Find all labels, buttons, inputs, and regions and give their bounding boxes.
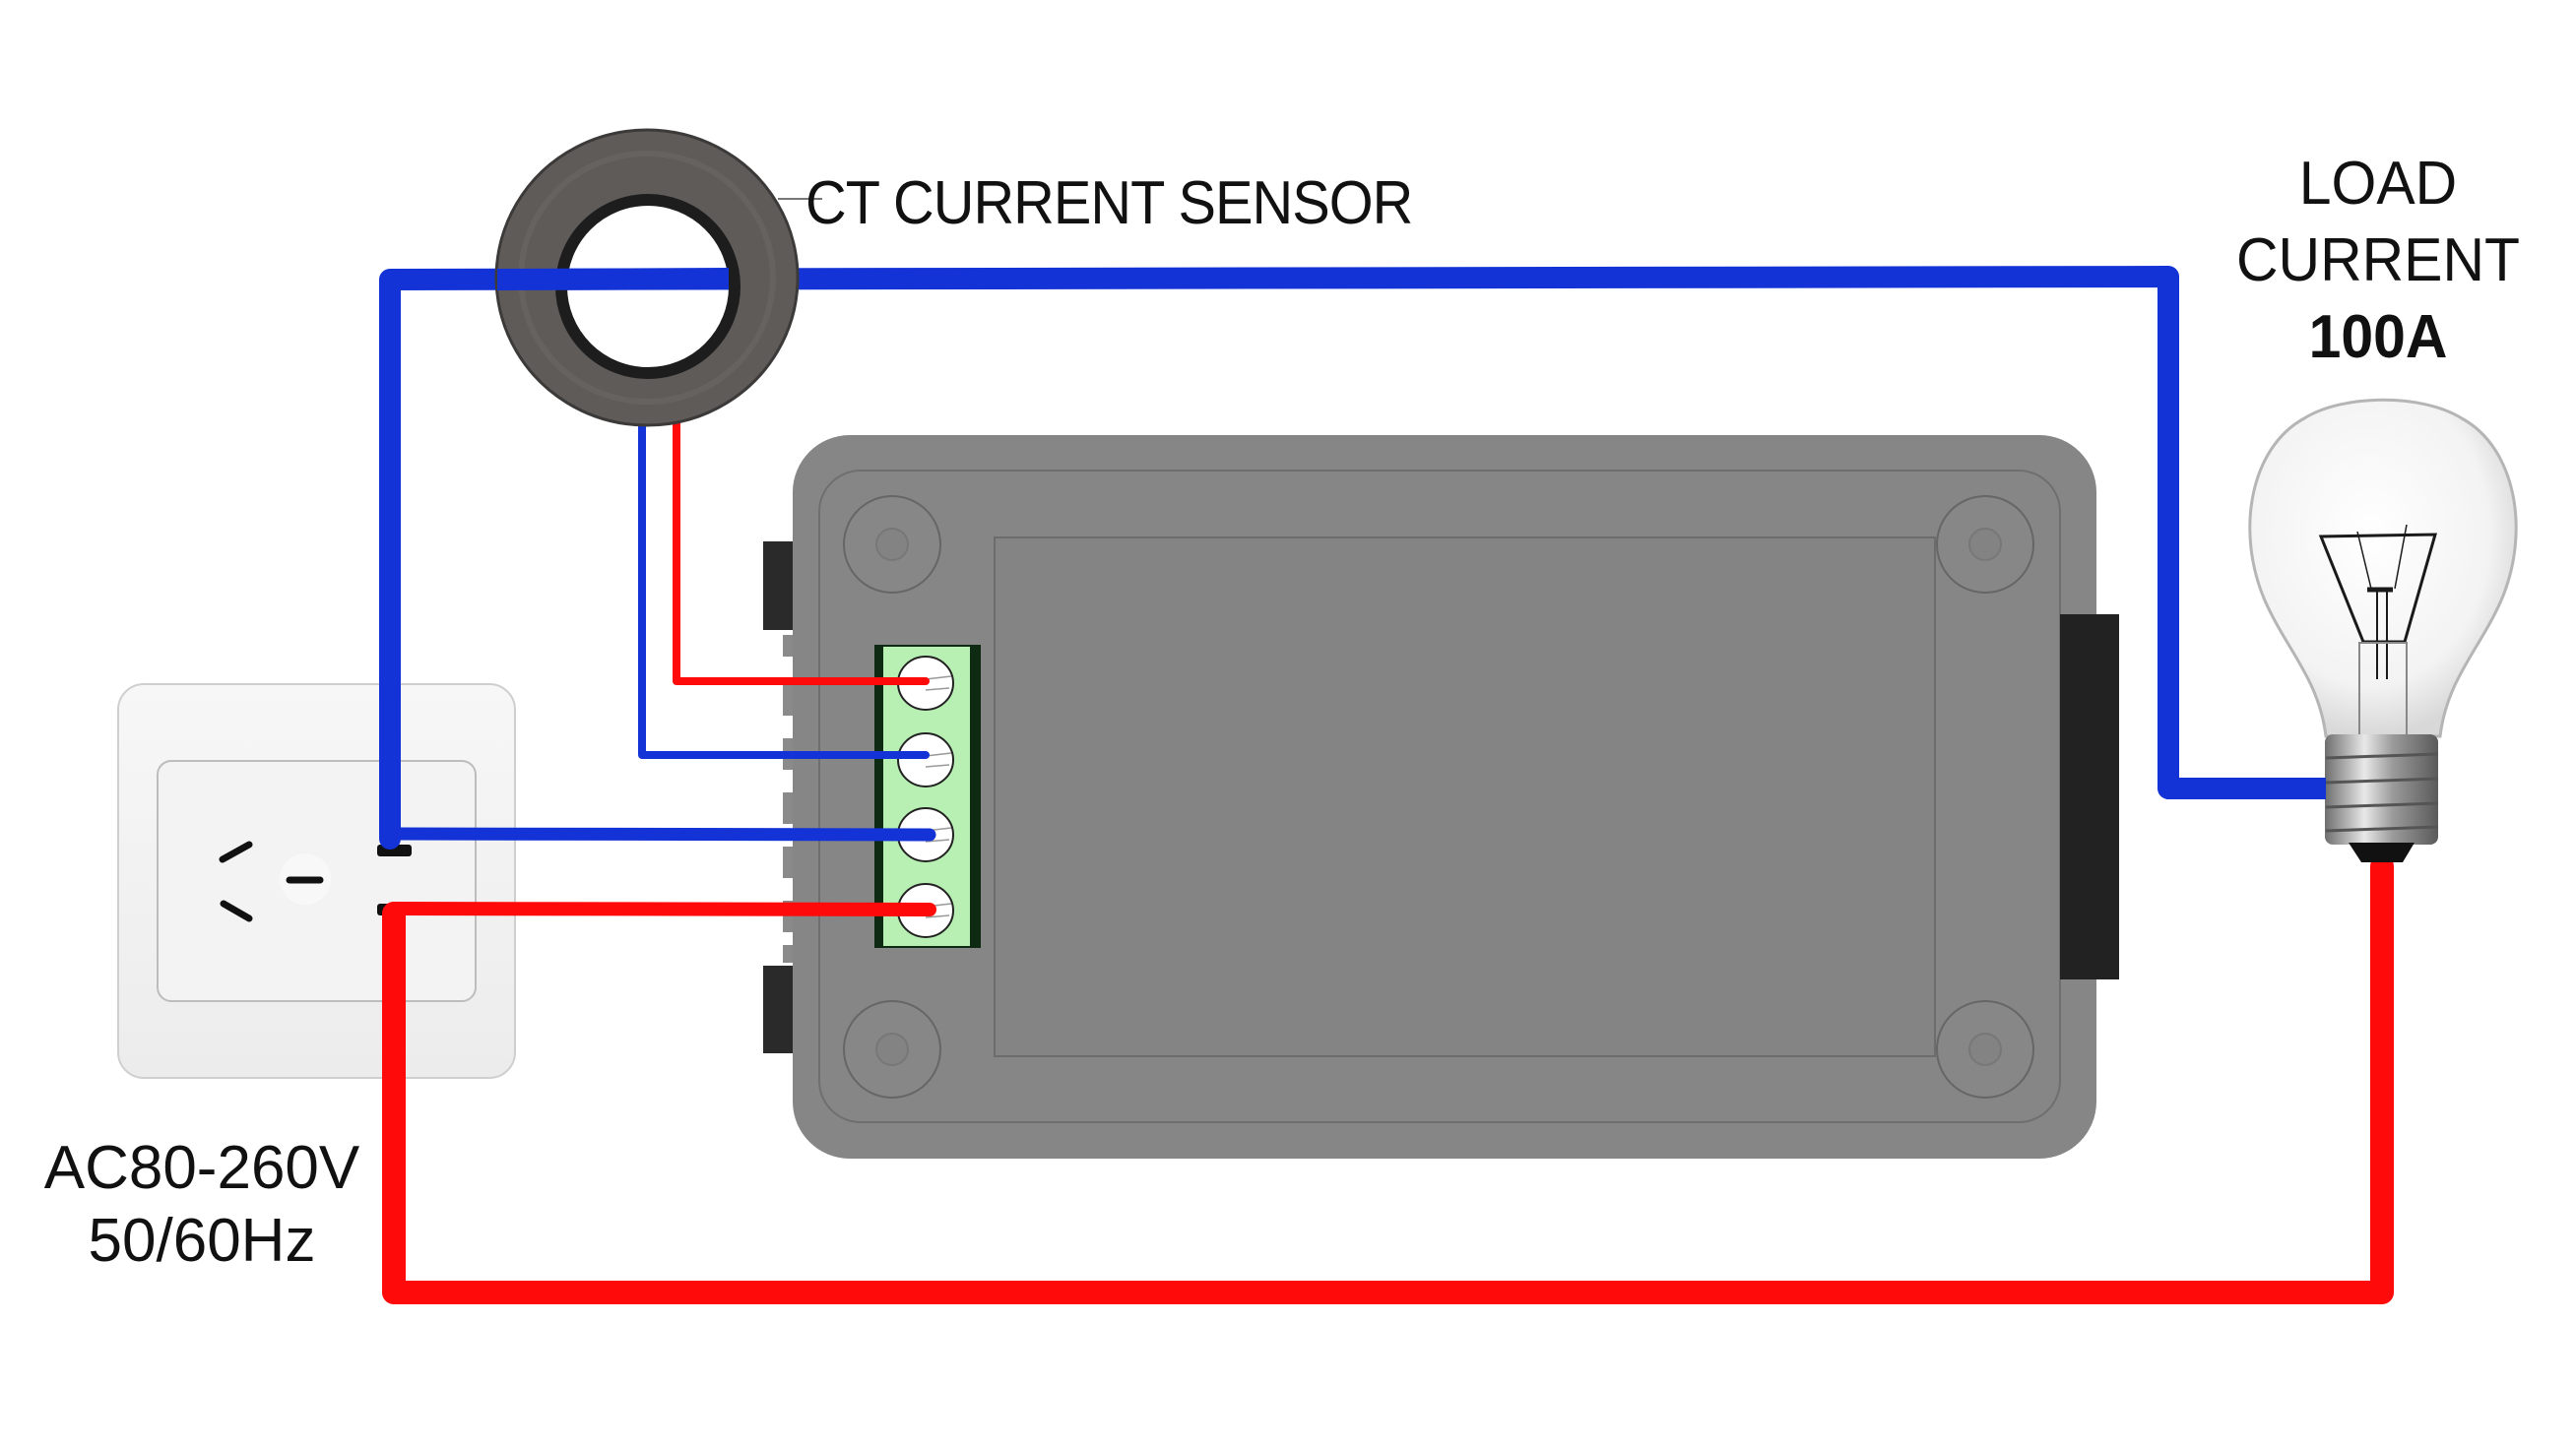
supply-frequency: 50/60Hz bbox=[88, 1207, 316, 1275]
bulb-glass bbox=[2248, 398, 2518, 738]
terminal-block bbox=[874, 645, 981, 948]
display-recess bbox=[994, 536, 1936, 1057]
load-label-line2: CURRENT bbox=[2236, 226, 2520, 294]
screw-hole-icon bbox=[1968, 528, 2002, 561]
load-label-line1: LOAD bbox=[2298, 150, 2458, 218]
screw-top-left bbox=[843, 495, 941, 594]
supply-spec-label: AC80-260V 50/60Hz bbox=[20, 1138, 384, 1284]
wire-live-to-terminal-4 bbox=[387, 902, 936, 916]
ct-sensor-label: CT CURRENT SENSOR bbox=[805, 169, 1413, 237]
wire-ct-red bbox=[673, 419, 930, 685]
outlet-slot-lower-left bbox=[220, 900, 253, 922]
load-current-value: 100A bbox=[2308, 303, 2448, 371]
meter-module bbox=[763, 435, 2119, 1159]
bulb-base-threads bbox=[2325, 752, 2439, 833]
screw-top-right bbox=[1936, 495, 2034, 594]
screw-bottom-left bbox=[843, 1000, 941, 1099]
screw-hole-icon bbox=[875, 1033, 909, 1066]
wire-live-main bbox=[382, 854, 2394, 1304]
terminal-screw-2 bbox=[897, 732, 954, 788]
wire-through-ct bbox=[496, 268, 730, 290]
load-bulb bbox=[2248, 398, 2518, 862]
supply-voltage: AC80-260V bbox=[43, 1134, 360, 1202]
screw-hole-icon bbox=[1968, 1033, 2002, 1066]
wire-ct-blue bbox=[638, 419, 930, 759]
load-current-label: LOAD CURRENT 100A bbox=[2216, 154, 2541, 384]
right-connector bbox=[2060, 614, 2119, 979]
ct-sensor bbox=[494, 128, 822, 427]
bulb-contact-tip bbox=[2349, 843, 2415, 862]
screw-bottom-right bbox=[1936, 1000, 2034, 1099]
bulb-base bbox=[2325, 734, 2438, 845]
outlet-slot-upper-left bbox=[219, 841, 253, 863]
wall-outlet bbox=[117, 683, 516, 1079]
screw-hole-icon bbox=[875, 528, 909, 561]
wire-neutral-to-terminal-3 bbox=[391, 827, 936, 842]
